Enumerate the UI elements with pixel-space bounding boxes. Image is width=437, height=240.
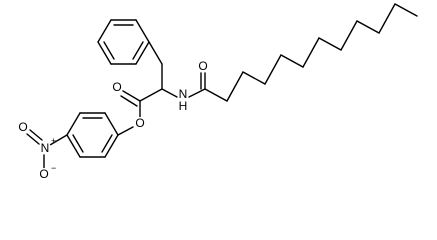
nitro-nitrogen-charge: + xyxy=(51,136,56,146)
ester-oxygen-label: O xyxy=(135,116,144,130)
nitro-oxygen-bottom-label: O xyxy=(39,167,48,181)
nitro-oxygen-top-label: O xyxy=(18,120,27,134)
nitrophenyl-ring xyxy=(26,112,119,169)
amide-nitrogen-label: N xyxy=(179,87,188,101)
nitro-nitrogen-label: N xyxy=(41,141,50,155)
phenyl-ring xyxy=(97,19,150,65)
backbone-bonds xyxy=(117,41,206,136)
nitro-oxygen-charge: − xyxy=(51,163,56,173)
atom-labels: O O N H O N + O O − xyxy=(17,59,209,181)
amide-oxygen-label: O xyxy=(198,59,207,73)
amide-hydrogen-label: H xyxy=(179,99,188,113)
alkyl-chain xyxy=(204,3,418,102)
structure-diagram: O O N H O N + O O − xyxy=(17,3,418,181)
carbonyl-oxygen-label: O xyxy=(112,80,121,94)
